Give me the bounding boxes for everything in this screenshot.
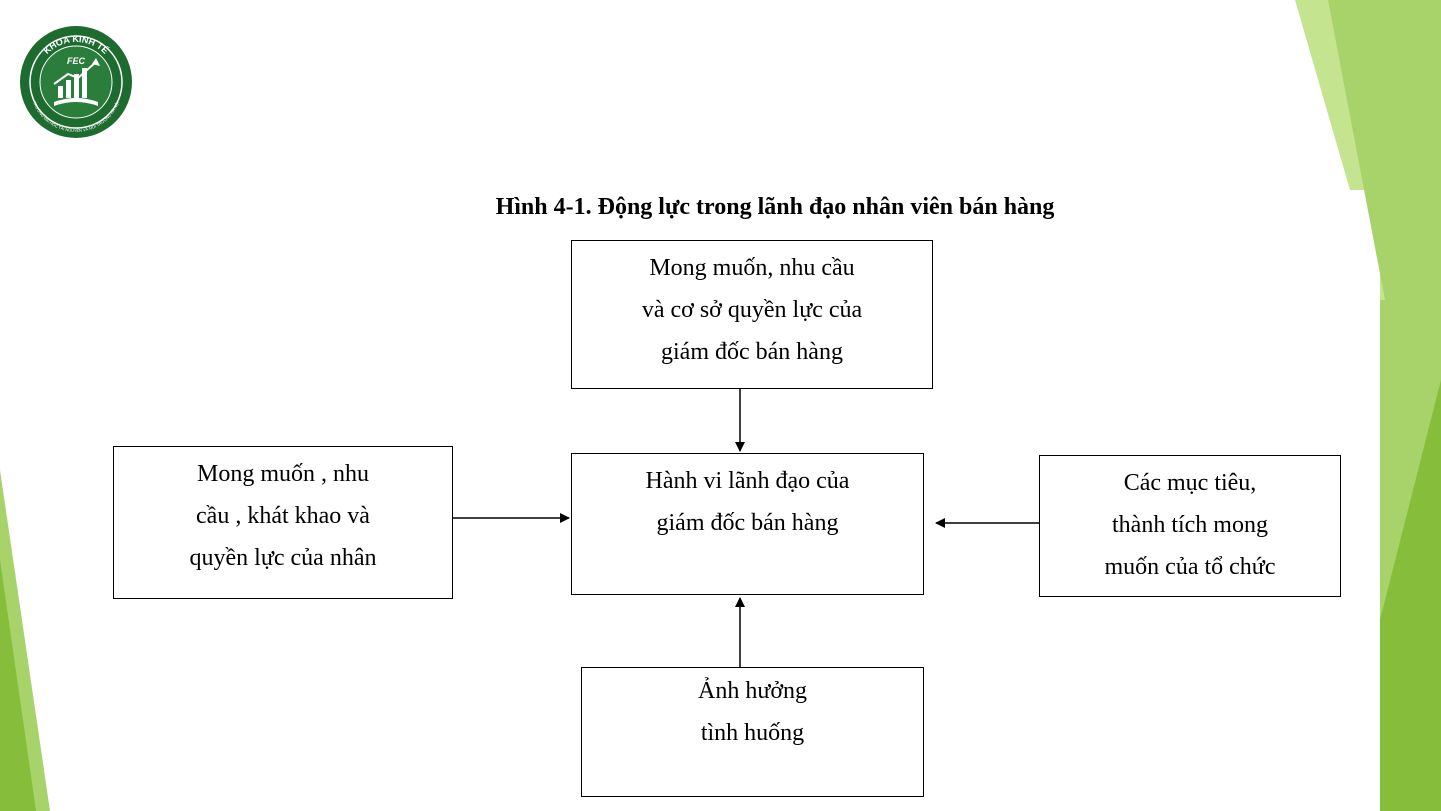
fec-logo: KHOA KINH TẾ TRƯỜNG ĐẠI HỌC TÀI NGUYÊN V… xyxy=(14,24,138,140)
node-organization-goals: Các mục tiêu, thành tích mong muốn của t… xyxy=(1039,455,1341,597)
left-accent-dark xyxy=(0,560,36,811)
diagram-title: Hình 4-1. Động lực trong lãnh đạo nhân v… xyxy=(495,194,1055,220)
node-line: tình huống xyxy=(700,720,805,746)
node-line: quyền lực của nhân xyxy=(189,545,377,571)
node-line: cầu , khát khao và xyxy=(196,503,370,529)
logo-short-name: FEC xyxy=(67,56,86,66)
right-accent-dark xyxy=(1380,380,1441,811)
node-line: thành tích mong xyxy=(1112,512,1268,538)
node-line: giám đốc bán hàng xyxy=(656,510,839,536)
node-line: và cơ sở quyền lực của xyxy=(641,297,863,323)
node-situational-influence: Ảnh hưởng tình huống xyxy=(581,667,924,797)
node-line: Mong muốn , nhu xyxy=(196,461,369,487)
node-line: muốn của tổ chức xyxy=(1104,554,1276,580)
node-line: Các mục tiêu, xyxy=(1123,470,1257,496)
node-employee-needs: Mong muốn , nhu cầu , khát khao và quyền… xyxy=(113,446,453,599)
node-line: Ảnh hưởng xyxy=(697,678,808,704)
node-line: giám đốc bán hàng xyxy=(661,339,843,365)
node-line: Mong muốn, nhu cầu xyxy=(649,255,855,281)
node-line: Hành vi lãnh đạo của xyxy=(645,468,850,494)
fec-logo-icon: KHOA KINH TẾ TRƯỜNG ĐẠI HỌC TÀI NGUYÊN V… xyxy=(20,26,132,138)
node-manager-needs: Mong muốn, nhu cầu và cơ sở quyền lực củ… xyxy=(571,240,933,389)
node-leadership-behavior: Hành vi lãnh đạo của giám đốc bán hàng xyxy=(571,453,924,595)
